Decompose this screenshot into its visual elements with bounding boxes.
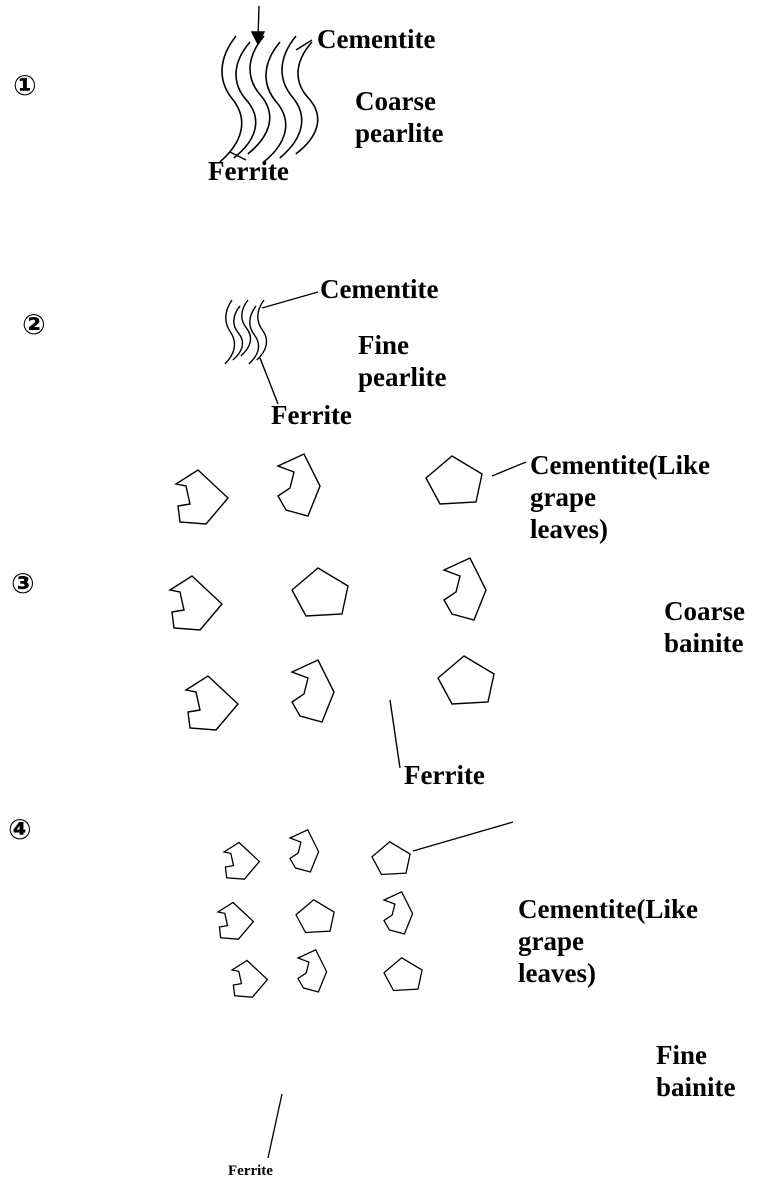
cementite-particle-7 [184,675,239,731]
structure-line-1: Coarse [664,596,745,626]
panel-2-ferrite-label: Ferrite [271,400,352,430]
cementite-line-3: leaves) [518,957,596,988]
cementite-line-1: Cementite(Like [518,894,698,924]
cementite-particle-2 [288,828,320,873]
cementite-leader-line [295,39,313,51]
cementite-particle-1 [174,469,229,525]
cementite-particle-8 [296,948,328,993]
lamella-4 [263,41,287,163]
panel-4-structure-label: Fine bainite [656,1040,736,1104]
panel-3-cementite-label: Cementite(Like grape leaves) [530,450,710,546]
lamella-5 [279,35,303,159]
cementite-particle-3 [425,455,483,505]
coarse-bainite-leaders [389,461,527,769]
ferrite-leader-line [259,357,279,405]
lamella-1 [219,35,243,163]
panel-1-structure-label: Coarse pearlite [355,86,443,150]
cementite-particle-9 [437,655,495,705]
coarse-pearlite-lamellae [219,35,319,163]
coarse-pearlite-leaders [229,5,313,161]
cementite-particle-9 [383,957,423,992]
panel-1-ferrite-label: Ferrite [208,156,289,186]
lamella-6 [295,41,319,155]
structure-line-1: Fine [656,1040,707,1070]
fine-pearlite-leaders [259,291,319,405]
cementite-particle-1 [222,841,261,880]
cementite-leader-line [412,821,514,852]
panel-4-ferrite-label: Ferrite [228,1163,273,1179]
panel-3-structure-label: Coarse bainite [664,596,745,660]
cementite-line-1: Cementite(Like [530,450,710,480]
panel-1-cementite-label: Cementite [317,24,436,54]
cementite-particle-2 [276,453,321,517]
panel-2-structure-label: Fine pearlite [358,330,446,394]
cementite-line-3: leaves) [530,513,608,544]
lamella-2 [232,305,244,361]
ferrite-leader-line [229,151,247,161]
structure-line-2: pearlite [355,117,444,148]
cementite-particle-4 [216,901,255,940]
lamella-2 [233,41,257,159]
structure-line-2: bainite [656,1071,736,1102]
lamella-3 [247,35,271,155]
cementite-leader-line [261,291,319,309]
lamella-1 [224,299,236,365]
panel-1-number: ① [13,69,37,102]
panel-4-number: ④ [8,813,32,846]
structure-line-1: Fine [358,330,409,360]
cementite-particle-8 [290,659,335,723]
panel-4-cementite-label: Cementite(Like grape leaves) [518,894,698,990]
cementite-particle-3 [371,841,411,876]
cementite-leader-line [491,461,527,477]
panel-2-number: ② [22,308,46,341]
fine-pearlite-lamellae [224,299,268,365]
structure-line-2: pearlite [358,361,447,392]
panel-3-number: ③ [11,567,35,600]
fine-bainite-cementite-particles [216,828,423,998]
lamella-5 [256,299,268,361]
panel-2-cementite-label: Cementite [320,274,439,304]
arrow-head [250,31,266,46]
cementite-particle-6 [442,557,487,621]
cementite-particle-6 [382,890,414,935]
panel-3-ferrite-label: Ferrite [404,760,485,790]
cementite-line-2: grape [530,481,596,512]
lamella-4 [248,305,260,365]
cementite-particle-7 [230,959,269,998]
cementite-particle-5 [295,899,335,934]
lamella-3 [240,299,252,357]
structure-line-1: Coarse [355,86,436,116]
ferrite-leader-line [389,699,401,769]
cementite-particle-5 [291,567,349,617]
coarse-bainite-cementite-particles [168,453,495,731]
fine-bainite-leaders [267,821,514,1159]
cementite-line-2: grape [518,925,584,956]
structure-line-2: bainite [664,627,744,658]
ferrite-leader-line [267,1093,283,1159]
cementite-particle-4 [168,575,223,631]
